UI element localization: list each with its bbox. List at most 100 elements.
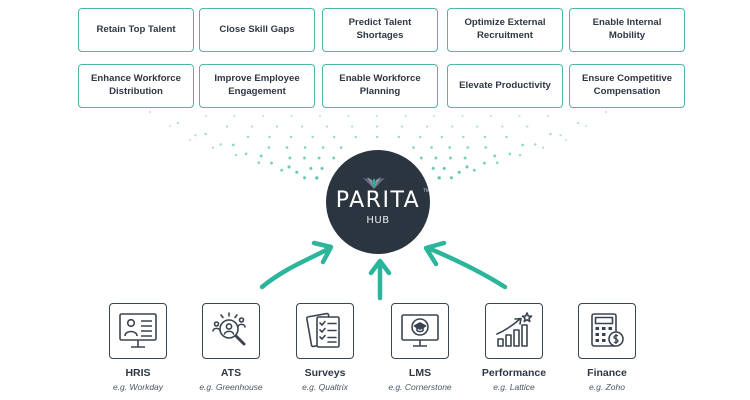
- fan-dot: [287, 165, 291, 169]
- performance-chart-icon: [496, 312, 533, 347]
- fan-dot: [433, 115, 435, 117]
- source-performance: Performance e.g. Lattice: [474, 303, 554, 392]
- left-arrow-head: [311, 240, 334, 265]
- goal-close-skill-gaps: Close Skill Gaps: [199, 8, 315, 52]
- fan-dot: [289, 135, 293, 139]
- fan-dot: [400, 125, 404, 128]
- fan-dot: [448, 146, 452, 149]
- fan-dot: [325, 125, 329, 128]
- fan-dot: [376, 115, 378, 117]
- fan-dot: [437, 176, 441, 180]
- fan-dot: [244, 152, 248, 156]
- fan-dot: [426, 125, 429, 128]
- goal-elevate-productivity: Elevate Productivity: [447, 64, 563, 108]
- source-lms-name: LMS: [408, 367, 432, 379]
- left-arrow: [259, 245, 333, 290]
- fan-dot: [547, 115, 549, 117]
- source-ats-box: [202, 303, 260, 359]
- right-arrow: [425, 245, 508, 290]
- fan-dot: [419, 135, 422, 139]
- fan-dot: [484, 146, 488, 149]
- fan-dot: [462, 135, 465, 139]
- fan-dot: [303, 146, 307, 149]
- hris-profile-icon: [119, 313, 157, 348]
- source-hris-box: [109, 303, 167, 359]
- fan-dot: [541, 146, 545, 149]
- learning-monitor-icon: [401, 314, 439, 347]
- fan-dot: [225, 125, 229, 128]
- source-lms-example: e.g. Cornerstone: [388, 382, 452, 392]
- fan-dot: [189, 139, 191, 141]
- goal-improve-employee-engagement: Improve Employee Engagement: [199, 64, 315, 108]
- source-hris-name: HRIS: [125, 367, 151, 379]
- fan-dot: [211, 146, 215, 149]
- source-surveys-name: Surveys: [304, 367, 346, 379]
- hub-logo-mark-icon: [362, 177, 385, 189]
- fan-dot: [309, 166, 313, 170]
- fan-dot: [526, 125, 529, 128]
- fan-dot: [463, 156, 467, 160]
- fan-dot: [483, 161, 486, 165]
- goal-enhance-workforce-distribution: Enhance Workforce Distribution: [78, 64, 194, 108]
- fan-dot: [521, 143, 524, 147]
- fan-dot: [275, 125, 279, 128]
- fan-dot: [375, 135, 379, 139]
- source-finance-example: e.g. Zoho: [589, 382, 625, 392]
- fan-dot: [300, 125, 304, 128]
- source-finance-name: Finance: [587, 367, 627, 379]
- source-lms-box: [391, 303, 449, 359]
- fan-dot: [262, 115, 264, 117]
- right-arrow-head: [423, 240, 447, 267]
- parita-hub: PARITA TM HUB: [326, 150, 430, 254]
- fan-dot: [490, 115, 492, 117]
- goals-grid: Retain Top Talent Close Skill Gaps Predi…: [0, 0, 750, 112]
- hub-label: HUB: [366, 215, 390, 226]
- fan-dot: [449, 176, 453, 180]
- fan-dot: [518, 115, 521, 117]
- finance-calculator-icon: [591, 313, 624, 347]
- goal-predict-talent-shortages: Predict Talent Shortages: [322, 8, 438, 52]
- fan-dot: [449, 156, 452, 160]
- fan-dot: [250, 125, 254, 128]
- source-performance-example: e.g. Lattice: [493, 382, 535, 392]
- fan-dot: [483, 135, 487, 139]
- goal-optimize-external-recruitment: Optimize External Recruitment: [447, 8, 563, 52]
- source-surveys-box: [296, 303, 354, 359]
- fan-dot: [440, 135, 444, 139]
- fan-dot: [339, 146, 343, 149]
- fan-dot: [476, 125, 479, 128]
- fan-dot: [404, 115, 407, 117]
- fan-dot: [303, 156, 306, 160]
- fan-dot: [268, 135, 271, 139]
- fan-dot: [549, 132, 552, 136]
- goal-retain-top-talent: Retain Top Talent: [78, 8, 194, 52]
- fan-dot: [461, 115, 464, 117]
- fan-dot: [149, 111, 151, 113]
- fan-dot: [347, 115, 350, 117]
- fan-dot: [457, 170, 461, 174]
- fan-dot: [451, 125, 454, 128]
- fan-dot: [315, 176, 319, 180]
- dot-fan: [149, 111, 607, 180]
- fan-dot: [559, 134, 562, 137]
- source-performance-name: Performance: [481, 367, 547, 379]
- fan-dot: [270, 161, 273, 165]
- fan-dot: [288, 156, 292, 160]
- goal-ensure-competitive-compensation: Ensure Competitive Compensation: [569, 64, 685, 108]
- fan-dot: [232, 143, 235, 147]
- fan-dot: [350, 125, 354, 128]
- goal-enable-workforce-planning: Enable Workforce Planning: [322, 64, 438, 108]
- center-arrow-head: [368, 258, 392, 276]
- fan-dot: [332, 156, 336, 160]
- goal-enable-internal-mobility: Enable Internal Mobility: [569, 8, 685, 52]
- fan-dot: [501, 125, 504, 128]
- fan-dot: [505, 135, 508, 139]
- source-lms: LMS e.g. Cornerstone: [380, 303, 460, 392]
- source-hris: HRIS e.g. Workday: [98, 303, 178, 392]
- fan-dot: [303, 176, 307, 180]
- fan-dot: [577, 121, 580, 125]
- fan-dot: [280, 168, 284, 172]
- source-finance-box: [578, 303, 636, 359]
- fan-dot: [194, 134, 197, 137]
